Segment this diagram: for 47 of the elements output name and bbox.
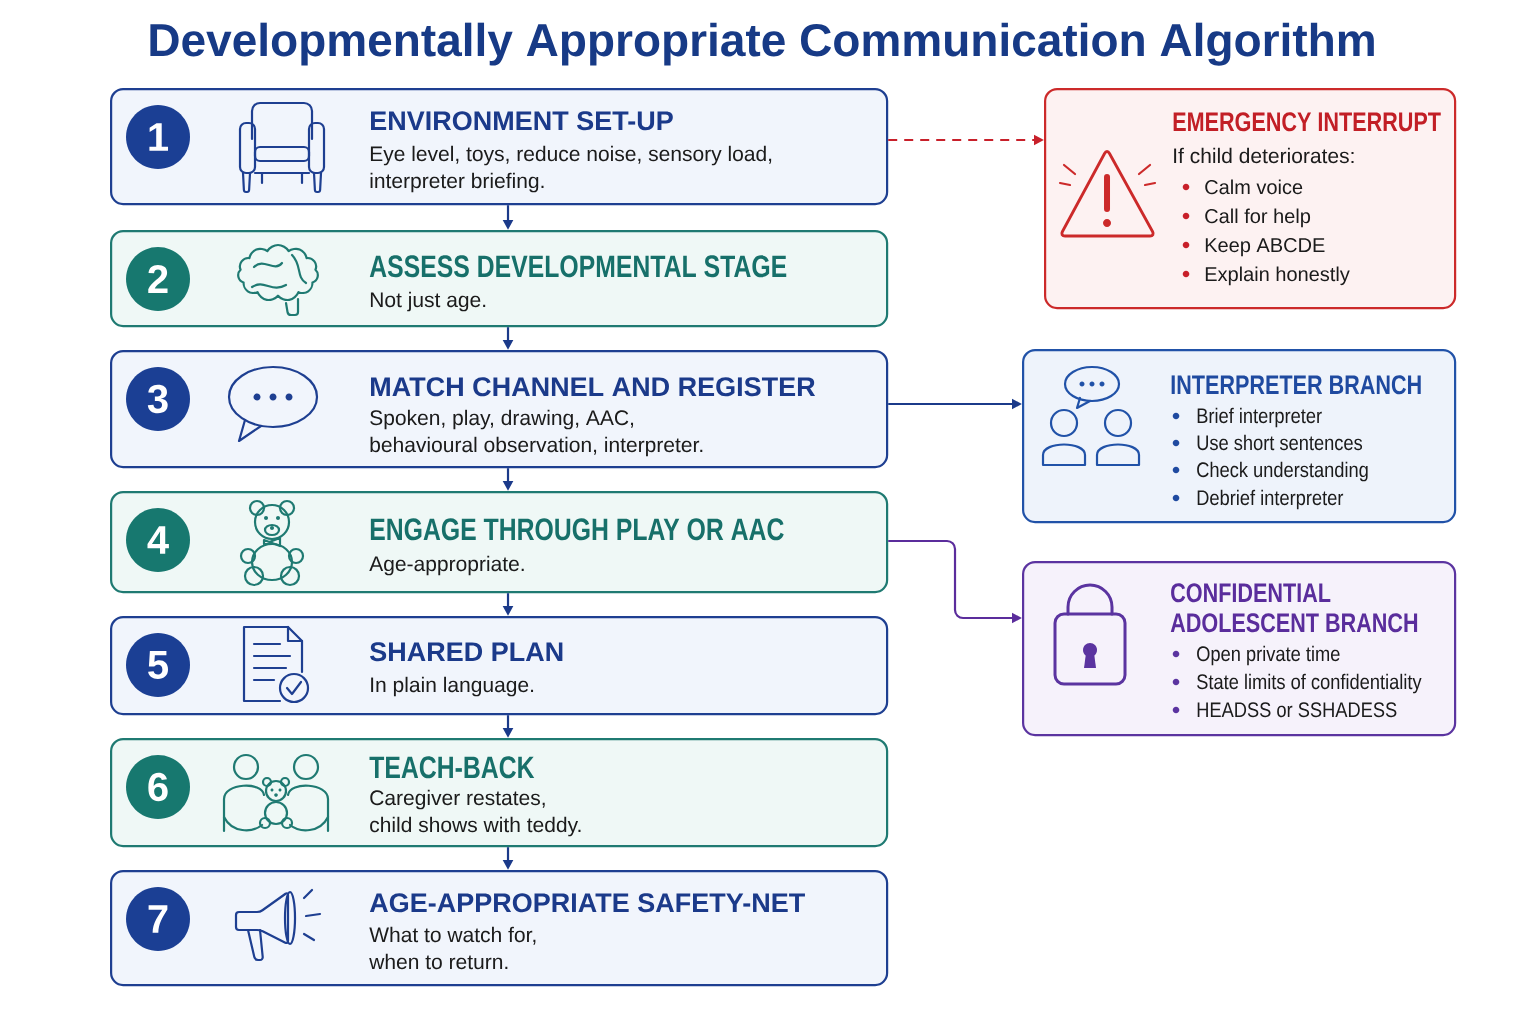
step-box (110, 230, 889, 328)
bullet-item: Keep ABCDE (1205, 238, 1325, 257)
number-badge: 2 (126, 247, 190, 311)
step-box (110, 738, 889, 848)
step-box (110, 491, 889, 594)
bullet-item: Debrief interpreter (1197, 489, 1344, 510)
bullet-item: Call for help (1205, 208, 1311, 228)
box-description: In plain language. (371, 676, 534, 697)
number-badge: 3 (126, 367, 190, 431)
number-badge: 1 (126, 105, 190, 169)
box-heading: ENVIRONMENT SET-UP (371, 111, 673, 131)
bullet-item: Brief interpreter (1197, 407, 1322, 428)
box-description: What to watch for, when to return. (369, 926, 536, 970)
bullet-item: Use short sentences (1197, 434, 1363, 451)
box-heading: CONFIDENTIAL ADOLESCENT BRANCH (1170, 583, 1418, 633)
bullet-item: HEADSS or SSHADESS (1197, 702, 1397, 718)
step-box (110, 870, 889, 987)
bullet-item: State limits of confidentiality (1197, 673, 1422, 694)
branch-box (1044, 88, 1457, 310)
box-description: If child deteriorates: (1174, 147, 1354, 164)
step-box (110, 616, 889, 716)
box-description: Spoken, play, drawing, AAC, behavioural observation, interpreter. (370, 409, 703, 457)
box-heading: AGE-APPROPRIATE SAFETY-NET (369, 893, 805, 913)
branch-box (1022, 561, 1457, 737)
box-heading: ENGAGE THROUGH PLAY OR AAC (370, 518, 784, 541)
bullet-item: Open private time (1197, 645, 1340, 666)
box-description: Eye level, toys, reduce noise, sensory load, interpreter briefing. (370, 145, 772, 193)
box-description: Caregiver restates, child shows with teddy. (370, 789, 581, 837)
box-heading: INTERPRETER BRANCH (1171, 375, 1421, 395)
number-badge: 5 (126, 633, 190, 697)
box-description: Not just age. (370, 291, 486, 312)
number-badge: 4 (126, 508, 190, 572)
box-heading: EMERGENCY INTERRUPT (1173, 112, 1441, 132)
box-heading: TEACH-BACK (369, 756, 535, 779)
step-box (110, 350, 889, 469)
branch-box (1022, 349, 1457, 524)
bullet-item: Check understanding (1197, 461, 1368, 482)
box-heading: SHARED PLAN (370, 642, 563, 662)
step-box (110, 88, 889, 206)
bullet-item: Explain honestly (1205, 266, 1350, 286)
bullet-item: Calm voice (1205, 179, 1303, 195)
number-badge: 6 (126, 755, 190, 819)
box-description: Age-appropriate. (369, 555, 524, 576)
number-badge: 7 (126, 887, 190, 951)
box-heading: ASSESS DEVELOPMENTAL STAGE (369, 255, 787, 278)
title: Developmentally Appropriate Communication Algorithm (150, 22, 1374, 66)
box-heading: MATCH CHANNEL AND REGISTER (371, 377, 816, 397)
